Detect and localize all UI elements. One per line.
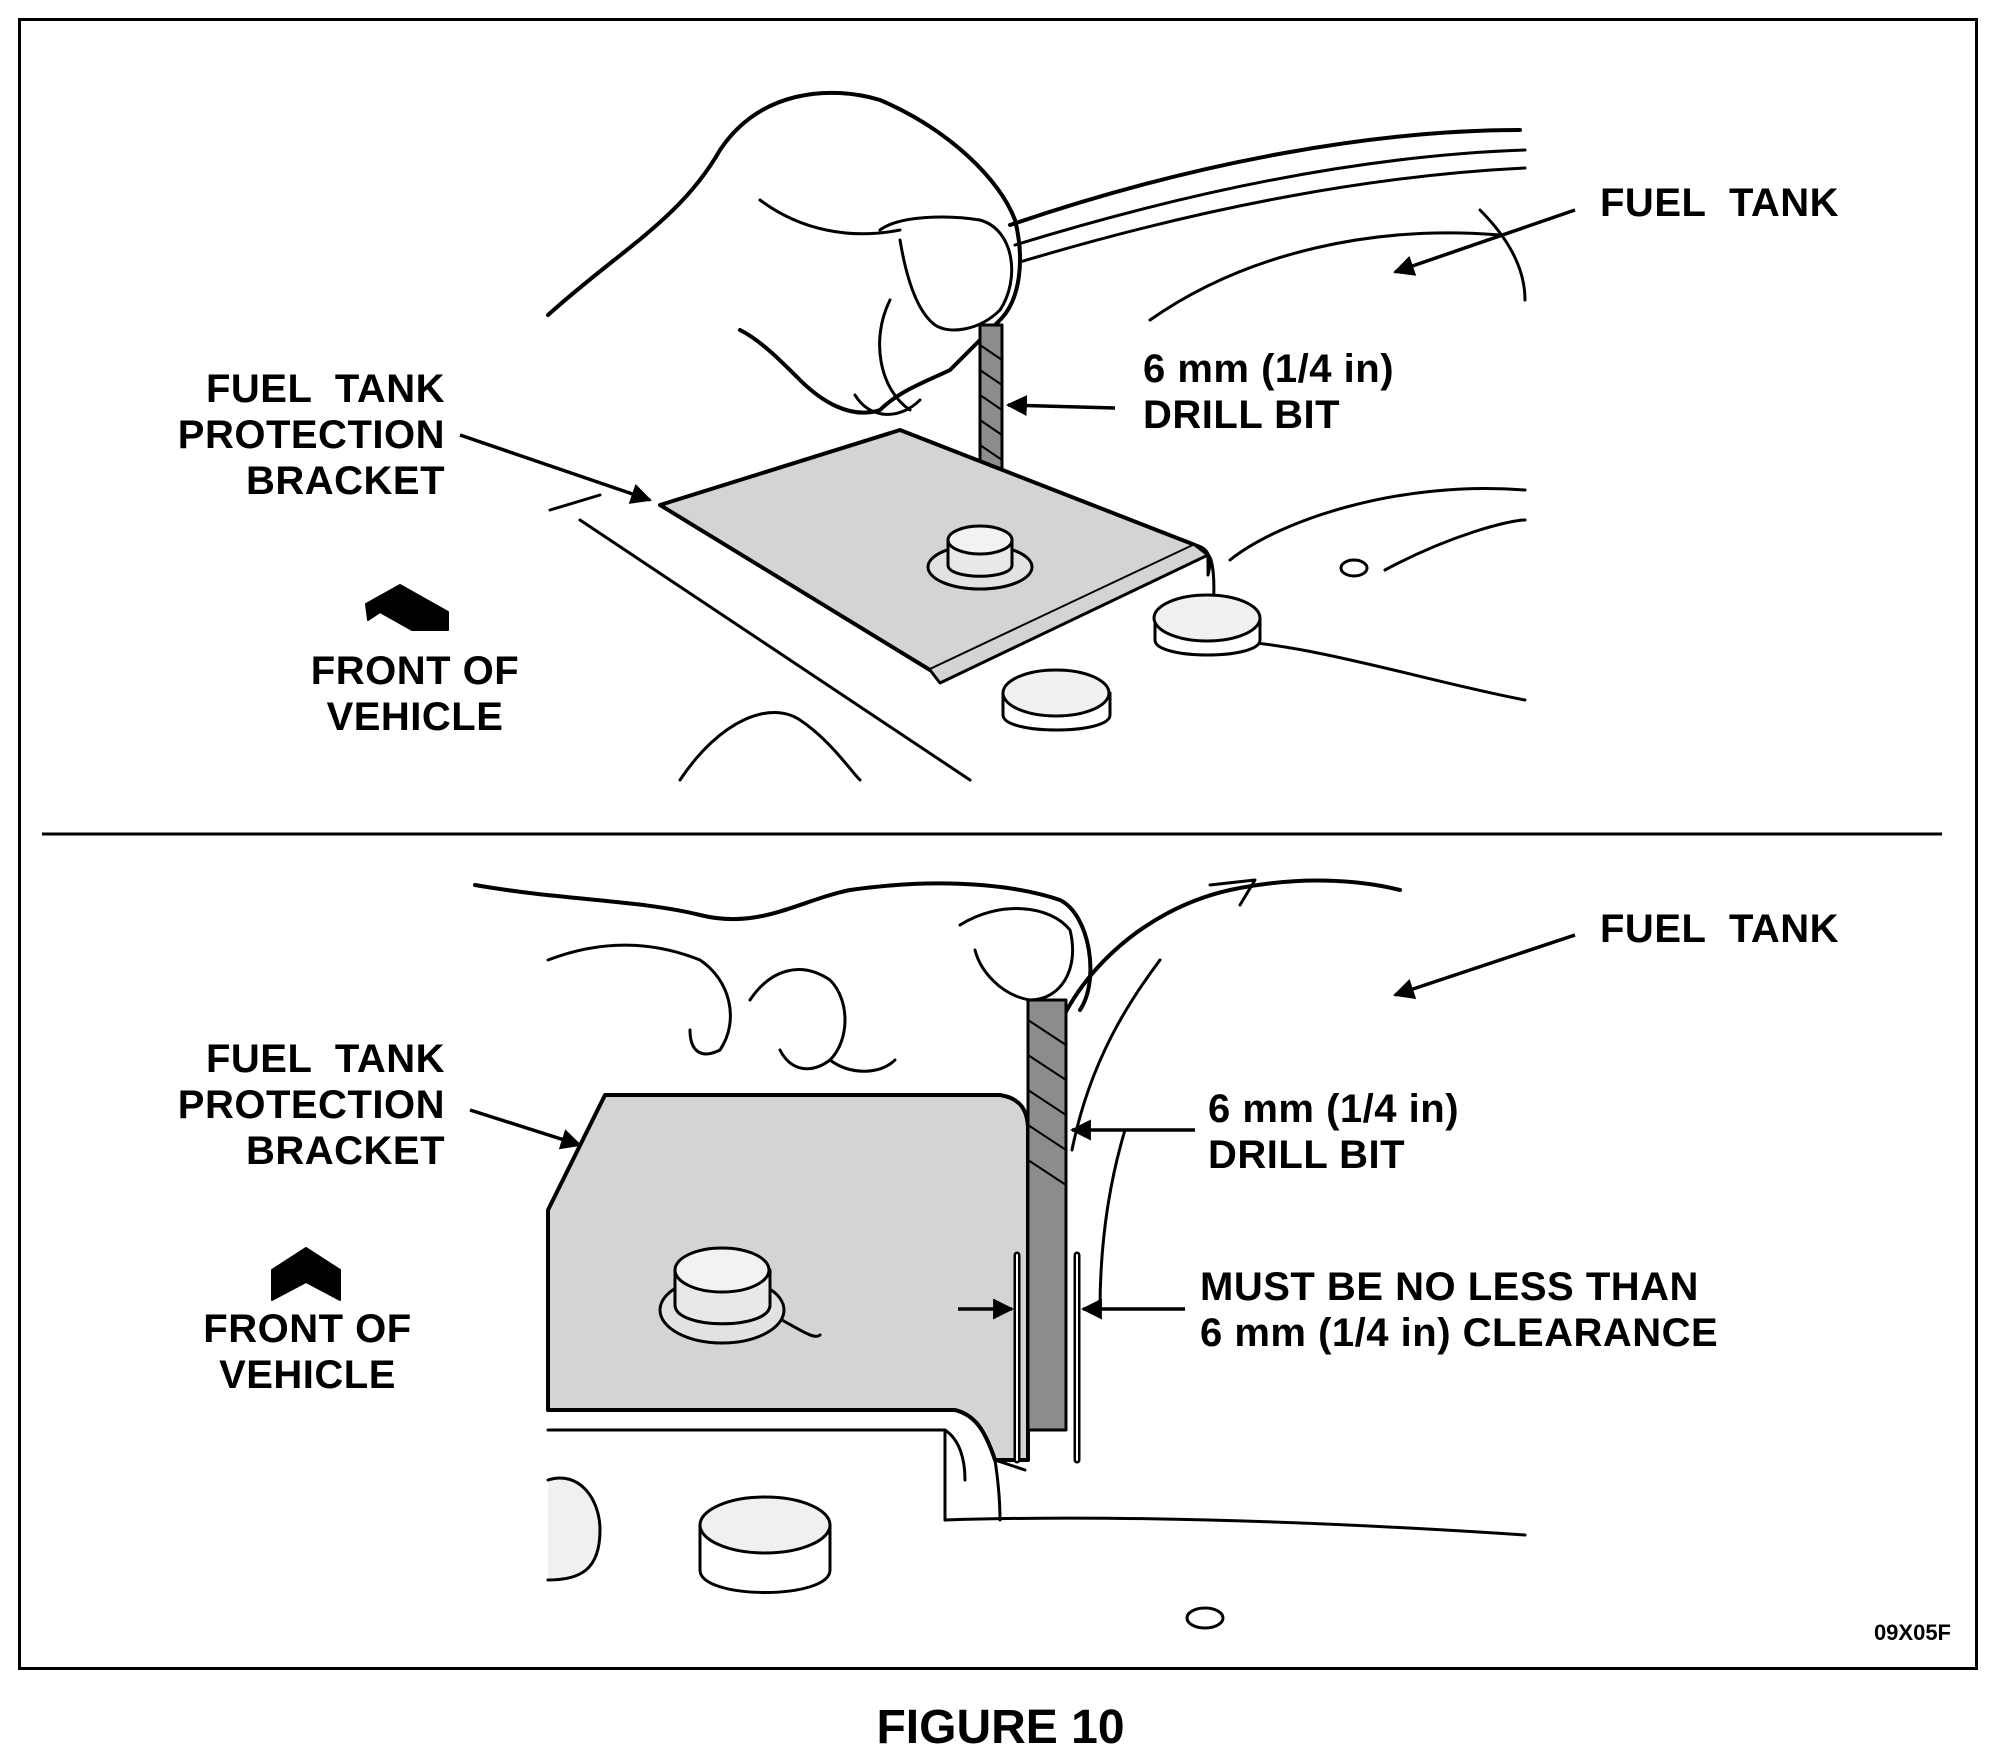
clearance-label-line-1: MUST BE NO LESS THAN xyxy=(1200,1265,1699,1309)
top-drill-bit-label-line-2: DRILL BIT xyxy=(1143,393,1341,437)
top-front-label-line-2: VEHICLE xyxy=(326,695,504,739)
top-bracket-label-line-1: FUEL TANK xyxy=(205,367,445,411)
top-front-arrow-icon xyxy=(365,584,449,631)
bottom-bracket-label-line-1: FUEL TANK xyxy=(205,1037,445,1081)
bottom-hand xyxy=(473,881,1093,1012)
top-drill-bit-label-line-1: 6 mm (1/4 in) xyxy=(1143,347,1395,391)
bottom-drill-bit-label-line-1: 6 mm (1/4 in) xyxy=(1208,1087,1460,1131)
top-plug-1 xyxy=(1152,593,1262,657)
bottom-fuel-tank-outline xyxy=(1048,878,1402,1052)
bottom-fuel-tank-arrow xyxy=(1393,933,1576,999)
top-plug-2 xyxy=(1001,668,1112,732)
bottom-front-arrow-icon xyxy=(271,1247,341,1301)
bottom-bracket-label-line-2: PROTECTION xyxy=(177,1083,445,1127)
top-hand xyxy=(546,90,1022,415)
top-bracket-arrow xyxy=(459,433,652,504)
top-fuel-tank-label: FUEL TANK xyxy=(1600,181,1840,225)
top-front-label-line-1: FRONT OF xyxy=(310,649,520,693)
bottom-plug-1 xyxy=(698,1495,832,1594)
clearance-label-line-2: 6 mm (1/4 in) CLEARANCE xyxy=(1200,1311,1719,1355)
top-fuel-tank-arrow xyxy=(1393,208,1576,276)
figure-frame xyxy=(18,18,1978,1670)
bottom-plug-2 xyxy=(546,1476,602,1582)
bottom-fuel-tank-label: FUEL TANK xyxy=(1600,907,1840,951)
bottom-front-label-line-1: FRONT OF xyxy=(203,1307,412,1351)
top-bracket-label-line-3: BRACKET xyxy=(245,459,445,503)
bottom-panel-drawing xyxy=(271,878,1527,1630)
drawing-code: 09X05F xyxy=(1873,1620,1951,1645)
bottom-bracket-plate xyxy=(546,1093,1030,1462)
top-bracket-label-line-2: PROTECTION xyxy=(177,413,445,457)
bottom-front-label-line-2: VEHICLE xyxy=(219,1353,396,1397)
figure-caption: FIGURE 10 xyxy=(876,1701,1125,1754)
top-fuel-tank-outline xyxy=(1008,128,1522,227)
top-bracket-plate xyxy=(658,428,1197,672)
top-drill-bit-arrow xyxy=(1005,395,1116,417)
bottom-bracket-arrow xyxy=(469,1108,583,1150)
bottom-bracket-label-line-3: BRACKET xyxy=(245,1129,445,1173)
bottom-drill-bit-label-line-2: DRILL BIT xyxy=(1208,1133,1406,1177)
top-panel-drawing xyxy=(365,90,1527,782)
bottom-drill-bit xyxy=(1026,998,1068,1432)
